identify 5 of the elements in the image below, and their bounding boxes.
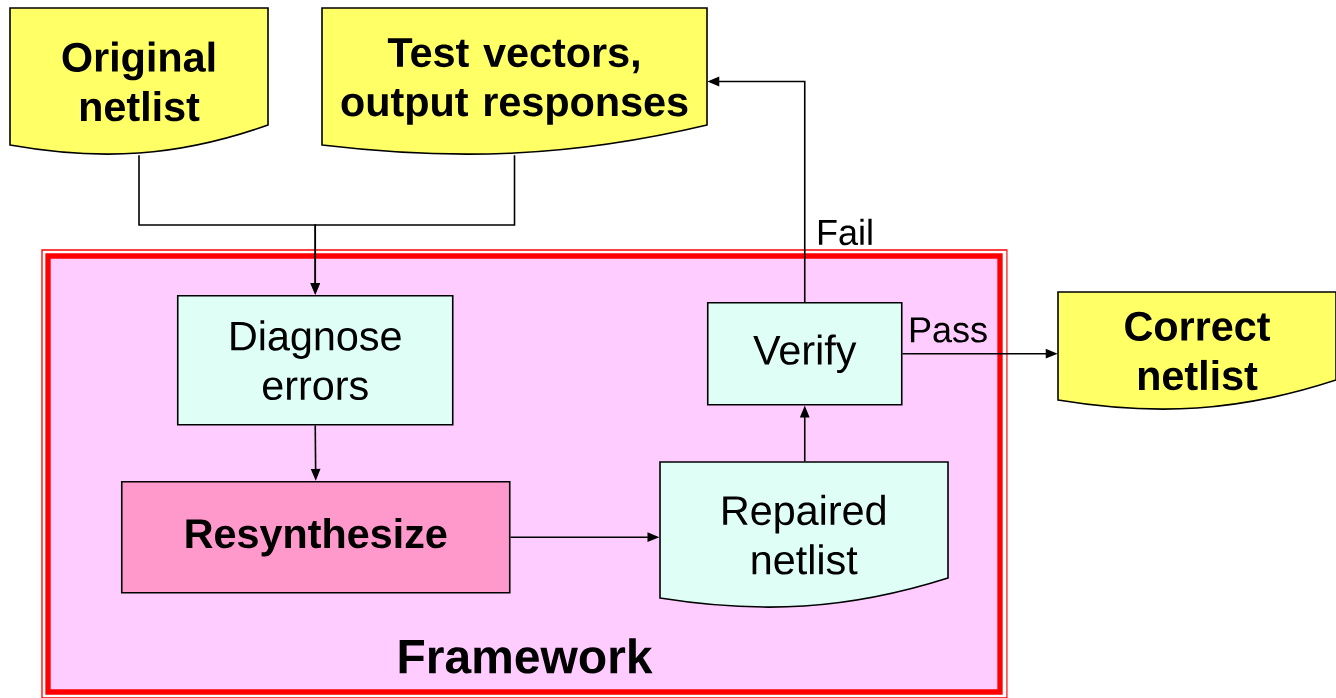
process-box: Resynthesize: [120, 480, 511, 594]
process-box: Verify: [706, 301, 903, 406]
edge-label: Fail: [818, 218, 872, 246]
process-box: Diagnose errors: [176, 294, 454, 426]
edge-label: Pass: [910, 317, 987, 343]
